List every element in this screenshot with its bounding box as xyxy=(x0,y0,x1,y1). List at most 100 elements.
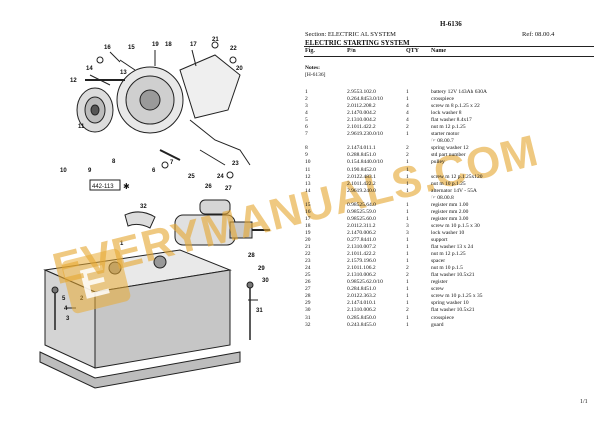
table-row: 25 2.1310.006.2 2 flat washer 10.5x21 xyxy=(304,272,594,279)
name-cell: flat washer 10.5x21 xyxy=(431,272,475,279)
name-cell: nut m 12 p.1.25 xyxy=(431,251,466,258)
qty-cell: 1 xyxy=(406,293,409,300)
name-cell: register mm 1.00 xyxy=(431,201,469,208)
part-number-cell: 0.288.8451.0 xyxy=(347,152,376,159)
part-number-cell: 2.1011.106.2 xyxy=(347,265,376,272)
qty-cell: 4 xyxy=(406,103,409,110)
callout-1: 1 xyxy=(120,241,124,247)
name-cell: screw m 12 p.1.25x120 xyxy=(431,173,483,180)
name-cell: flat washer 10.5x21 xyxy=(431,307,475,314)
part-number-cell: 2.0122.363.2 xyxy=(347,293,376,300)
table-row: 28 2.0122.363.2 1 screw m 10 p.1.25 x 35 xyxy=(304,293,594,300)
qty-cell: 3 xyxy=(406,229,409,236)
fig-cell: 25 xyxy=(305,272,311,279)
part-number-cell: 0.98525.59.0 xyxy=(347,208,376,215)
fig-cell: 27 xyxy=(305,286,311,293)
name-cell: nut m 12 p.1.25 xyxy=(431,124,466,131)
part-number-cell: 2.1310.006.2 xyxy=(347,272,376,279)
qty-cell: 1 xyxy=(406,89,409,95)
name-cell: lock washer 8 xyxy=(431,110,462,117)
document-id: H-6136 xyxy=(440,20,462,28)
callout-3: 3 xyxy=(66,316,70,322)
fig-cell: 12 xyxy=(305,173,311,180)
qty-cell: 1 xyxy=(406,166,409,173)
callout-27: 27 xyxy=(225,186,232,192)
callout-6: 6 xyxy=(152,168,156,174)
part-number-cell: 2.1474.010.1 xyxy=(347,300,376,307)
part-number-cell: 0.190.8452.0 xyxy=(347,166,376,173)
qty-cell: 1 xyxy=(406,201,409,208)
qty-cell: 1 xyxy=(406,180,409,187)
callout-22: 22 xyxy=(230,46,237,52)
page-number: 1/1 xyxy=(580,399,588,405)
fig-cell: 9 xyxy=(305,152,308,159)
qty-cell: 1 xyxy=(406,279,409,286)
callout-5: 5 xyxy=(62,296,66,302)
table-row: 12 2.0122.483.1 1 screw m 12 p.1.25x120 xyxy=(304,174,594,181)
qty-cell: 4 xyxy=(406,110,409,117)
part-number-cell: 0.285.8450.0 xyxy=(347,314,376,321)
name-cell: crosspiece xyxy=(431,314,454,321)
qty-cell: 2 xyxy=(406,145,409,152)
fig-cell: 18 xyxy=(305,222,311,229)
callout-8: 8 xyxy=(112,159,116,165)
part-number-cell: 2.0122.483.1 xyxy=(347,173,376,180)
fig-cell: 22 xyxy=(305,251,311,258)
qty-cell: 2 xyxy=(406,124,409,131)
reference-label: Ref: 08.00.4 xyxy=(522,31,555,38)
fig-cell: 21 xyxy=(305,244,311,251)
qty-cell: 2 xyxy=(406,272,409,279)
name-cell: nut m 10 p.1.25 xyxy=(431,180,466,187)
fig-cell: 4 xyxy=(305,110,308,117)
name-cell: spring washer 12 xyxy=(431,145,469,152)
part-number-cell: 2.0112.208.2 xyxy=(347,103,376,110)
part-number-cell: 2.0112.311.2 xyxy=(347,222,376,229)
part-number-cell: 0.277.8441.0 xyxy=(347,236,376,243)
column-header-name: Name xyxy=(431,48,446,54)
name-cell: support xyxy=(431,236,448,243)
column-header-fig: Fig. xyxy=(305,48,315,54)
fig-cell: 26 xyxy=(305,279,311,286)
fig-cell: 14 xyxy=(305,187,311,194)
callout-19: 19 xyxy=(152,42,159,48)
header-bottom-rule xyxy=(304,56,594,57)
part-number-cell: 0.154.8440.0/10 xyxy=(347,159,383,166)
qty-cell: 1 xyxy=(406,321,409,328)
part-number-cell: 2.1470.006.2 xyxy=(347,229,376,236)
fig-cell: 28 xyxy=(305,293,311,300)
part-number-cell: 0.243.8455.0 xyxy=(347,321,376,328)
part-number-cell: 2.9619.240.0 xyxy=(347,187,376,194)
name-cell: screw m 10 p.1.25 x 35 xyxy=(431,293,483,300)
callout-20: 20 xyxy=(236,66,243,72)
fig-cell: 10 xyxy=(305,159,311,166)
name-cell: flat washer 8.4x17 xyxy=(431,117,472,124)
part-number-cell: 2.1579.196.0 xyxy=(347,258,376,265)
page-title: ELECTRIC STARTING SYSTEM xyxy=(305,39,410,47)
callout-11: 11 xyxy=(78,124,85,130)
callout-25: 25 xyxy=(188,174,195,180)
qty-cell: 1 xyxy=(406,159,409,166)
fig-cell: 3 xyxy=(305,103,308,110)
column-header-qty: QTY xyxy=(406,48,420,54)
part-number-cell: 2.1011.422.2 xyxy=(347,251,376,258)
qty-cell: 4 xyxy=(406,117,409,124)
name-cell: flat washer 13 x 24 xyxy=(431,244,474,251)
fig-cell: 13 xyxy=(305,180,311,187)
qty-cell: 1 xyxy=(406,173,409,180)
qty-cell: 1 xyxy=(406,187,409,194)
qty-cell: 1 xyxy=(406,314,409,321)
qty-cell: 1 xyxy=(406,208,409,215)
fig-cell: 30 xyxy=(305,307,311,314)
